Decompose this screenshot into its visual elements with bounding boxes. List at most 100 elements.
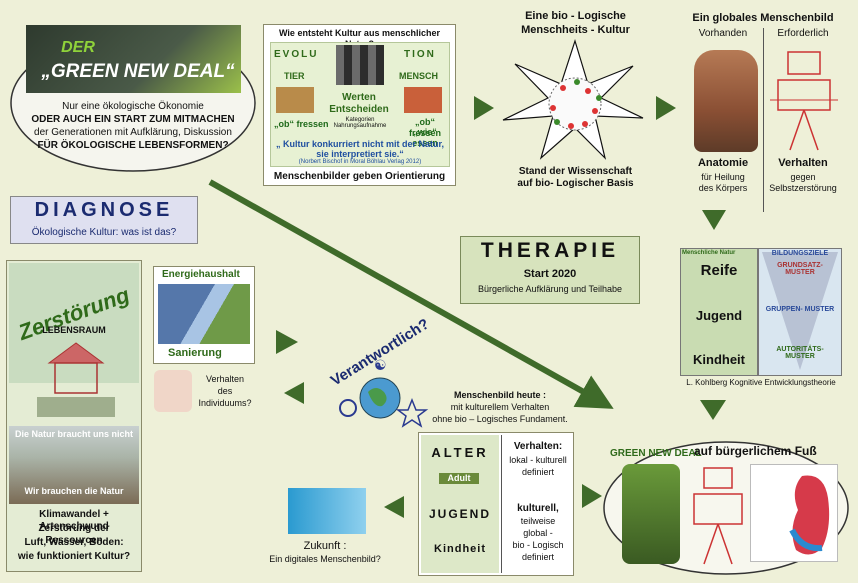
adult-label: Adult (439, 473, 479, 484)
today-3: ohne bio – Logisches Fundament. (432, 414, 568, 424)
bio-title-2: Menschheits - Kultur (521, 24, 630, 36)
arrow-right-3 (276, 330, 298, 354)
col-right-label: Erforderlich (777, 28, 829, 39)
age-divider (501, 435, 502, 573)
entscheiden: Entscheiden (329, 104, 389, 115)
jugend-age-label: JUGEND (428, 507, 491, 521)
arrow-left-1 (284, 382, 304, 404)
bio-culture-panel: Eine bio - Logische Menschheits - Kultur… (493, 8, 658, 193)
baby-image (154, 370, 192, 412)
therapie-title: THERAPIE (480, 239, 620, 262)
therapie-start: Start 2020 (523, 268, 577, 280)
kohlberg-panel: Menschliche Natur BILDUNGSZIELE Reife Ju… (680, 248, 842, 388)
future-2: Ein digitales Menschenbild? (269, 554, 381, 564)
kohlberg-left-bg (680, 248, 758, 376)
destruction-logo-2: LEBENSRAUM (42, 325, 106, 335)
mensch-label: MENSCH (399, 71, 439, 81)
civic-panel: GREEN NEW DEAL auf bürgerlichem Fuß (600, 430, 852, 580)
house-figure-icon (37, 342, 115, 417)
faces-image (336, 45, 384, 85)
foot-icon (789, 475, 830, 555)
gnd-line4: FÜR ÖKOLOGISCHE LEBENSFORMEN? (37, 140, 229, 151)
quote-source: (Norbert Bischof in Moral Böhlau Verlag … (298, 159, 422, 165)
kohlberg-header-left: Menschliche Natur (682, 250, 736, 256)
cactus-image (622, 464, 680, 564)
landscape-image (9, 426, 139, 504)
behavior-2: gegen (790, 172, 816, 182)
civic-figure-icon (693, 467, 743, 565)
verhalten-title: Verhalten: (513, 441, 563, 452)
quote-1: „ Kultur konkurriert nicht mit der Natur… (275, 139, 445, 149)
destruction-q1: Klimawandel + Artenschwund (39, 509, 109, 532)
destruction-panel: Zerstörung LEBENSRAUM Die Natur braucht … (6, 260, 142, 572)
arrow-down-2 (700, 400, 726, 420)
evo-left: EVOLU (274, 49, 319, 60)
individual-3: Individuums? (198, 398, 252, 408)
behavior-3: Selbstzerstörung (769, 183, 837, 193)
arrow-right-1 (474, 96, 494, 120)
svg-text:☯: ☯ (374, 358, 387, 374)
werten-sub: Kategorien Nahrungsaufnahme (333, 117, 387, 129)
anatomy-1: Anatomie (697, 157, 749, 169)
bio-footer-2: auf bio- Logischer Basis (517, 178, 634, 189)
civic-label: auf bürgerlichem Fuß (694, 444, 817, 458)
future-1: Zukunft : (303, 540, 347, 552)
werten: Werten (342, 92, 376, 103)
tier-label: TIER (284, 71, 305, 81)
evo-right: TION (404, 49, 436, 60)
nature-line-2: Wir brauchen die Natur (24, 486, 124, 496)
responsible-panel: Verantwortlich? ☯ (318, 315, 442, 430)
food-image (404, 87, 442, 113)
verhalten-2: lokal - kulturell (509, 455, 567, 465)
arrow-down-1 (702, 210, 726, 230)
destruction-q3: Luft, Wasser, Boden: (24, 537, 124, 548)
column-divider (763, 28, 764, 212)
jugend-label: Jugend (695, 308, 743, 323)
gnd-logo (26, 25, 241, 93)
kulturell-4: bio - Logisch (512, 540, 564, 550)
digital-image (288, 488, 366, 534)
today-1: Menschenbild heute : (453, 390, 546, 400)
wie-essen: „wie“ essen (412, 127, 438, 148)
individual-1: Verhalten (205, 374, 245, 384)
main-diagonal-arrow (208, 179, 614, 409)
energy-footer: Sanierung (168, 347, 222, 359)
arrow-left-2 (384, 496, 404, 518)
culture-footer: Menschenbilder geben Orientierung (273, 171, 446, 182)
kulturell-1: kulturell, (517, 503, 559, 514)
civic-logo: GREEN NEW DEAL (610, 448, 702, 459)
energy-panel: Energiehaushalt Sanierung (153, 266, 255, 364)
gnd-line3: der Generationen mit Aufklärung, Diskuss… (34, 127, 232, 138)
anatomy-3: des Körpers (698, 183, 748, 193)
age-panel: ALTER Adult JUGEND Kindheit Verhalten: l… (418, 432, 574, 576)
gnd-line2: ODER AUCH EIN START ZUM MITMACHEN (31, 114, 235, 125)
kindheit-label: Kindheit (693, 352, 745, 367)
muster-2: GRUPPEN- MUSTER (765, 306, 835, 313)
star-diagram (502, 38, 644, 160)
kohlberg-caption: L. Kohlberg Kognitive Entwicklungstheori… (686, 378, 836, 387)
culture-panel: Wie entsteht Kultur aus menschlicher Nat… (263, 24, 456, 186)
ob-fressen: „ob“ fressen (274, 119, 329, 129)
religions-globe-icon: ☯ (339, 358, 429, 428)
kohlberg-funnel (762, 252, 838, 370)
bio-title-1: Eine bio - Logische (525, 10, 626, 22)
nature-line-1: Die Natur braucht uns nicht (14, 429, 133, 439)
behavior-1: Verhalten (778, 157, 828, 169)
kulturell-2: teilweise (520, 516, 556, 526)
kindheit-age-label: Kindheit (434, 543, 486, 555)
destruction-q2: Zerstörung der Ressourcen (38, 523, 110, 546)
kohlberg-header-right: BILDUNGSZIELE (771, 250, 829, 257)
destruction-q4: wie funktioniert Kultur? (17, 551, 131, 562)
reife-label: Reife (700, 262, 738, 279)
menschenbild-title: Ein globales Menschenbild (692, 12, 834, 24)
anatomy-image (694, 50, 758, 152)
diagnose-subtitle: Ökologische Kultur: was ist das? (31, 227, 177, 238)
therapie-box: THERAPIE Start 2020 Bürgerliche Aufkläru… (460, 236, 640, 304)
anatomy-2: für Heilung (701, 172, 745, 182)
alter-label: ALTER (431, 445, 489, 460)
muster-3: AUTORITÄTS- MUSTER (776, 346, 824, 360)
behavior-figure-icon (770, 51, 838, 151)
energy-image (158, 284, 250, 344)
gnd-line1: Nur eine ökologische Ökonomie (62, 101, 204, 112)
therapie-sub: Bürgerliche Aufklärung und Teilhabe (478, 284, 622, 294)
